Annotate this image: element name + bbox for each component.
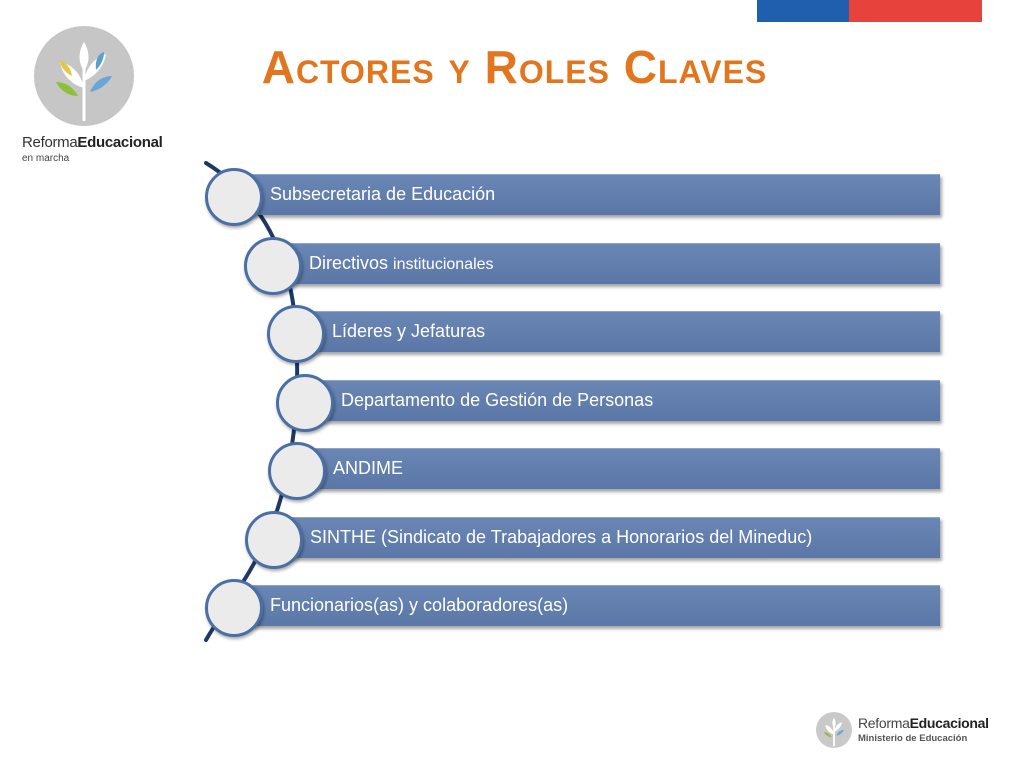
role-label-text: Líderes y Jefaturas: [332, 321, 486, 341]
role-bar: [233, 174, 940, 215]
role-item: ANDIME: [296, 448, 940, 492]
role-bar: [272, 243, 940, 284]
role-item: Líderes y Jefaturas: [295, 311, 940, 355]
footer-ministry: Ministerio de Educación: [858, 733, 968, 744]
role-label-suffix: institucionales: [393, 256, 494, 273]
brand-name: ReformaEducacional: [22, 134, 163, 151]
role-item: Directivos institucionales: [272, 243, 940, 287]
role-node: [276, 374, 334, 432]
role-item: Departamento de Gestión de Personas: [304, 380, 940, 424]
leaf-emblem-small-icon: [816, 712, 852, 748]
flag-stripe-blue: [757, 0, 849, 22]
role-label-text: Directivos: [309, 253, 389, 273]
role-bar: [233, 585, 940, 626]
role-label: Funcionarios(as) y colaboradores(as): [270, 585, 568, 625]
role-label: Directivos institucionales: [309, 243, 494, 283]
leaf-emblem-icon: [34, 26, 134, 126]
footer-brand-light: Reforma: [858, 715, 910, 731]
role-node: [244, 237, 302, 295]
slide-title: Actores y Roles Claves: [261, 41, 768, 93]
role-label-text: Funcionarios(as) y colaboradores(as): [270, 595, 569, 615]
role-label: Departamento de Gestión de Personas: [341, 380, 653, 420]
role-label-text: Subsecretaria de Educación: [270, 184, 496, 204]
brand-name-light: Reforma: [22, 134, 78, 151]
brand-tagline: en marcha: [22, 153, 70, 164]
role-label-text: ANDIME: [333, 458, 404, 478]
role-label: ANDIME: [333, 448, 403, 488]
role-item: Subsecretaria de Educación: [233, 174, 940, 218]
role-node: [205, 579, 263, 637]
role-node: [268, 442, 326, 500]
role-bar: [304, 380, 940, 421]
footer-brand-name: ReformaEducacional: [858, 715, 989, 731]
reforma-logo: ReformaEducacional en marcha: [22, 22, 182, 172]
role-node: [245, 511, 303, 569]
brand-name-bold: Educacional: [77, 134, 163, 151]
role-node: [205, 168, 263, 226]
role-item: Funcionarios(as) y colaboradores(as): [233, 585, 940, 629]
role-item: SINTHE (Sindicato de Trabajadores a Hono…: [273, 517, 940, 561]
role-label: Líderes y Jefaturas: [332, 311, 485, 351]
role-label: SINTHE (Sindicato de Trabajadores a Hono…: [310, 517, 812, 557]
footer-brand-bold: Educacional: [909, 715, 989, 731]
footer-logo: ReformaEducacional Ministerio de Educaci…: [816, 712, 996, 752]
role-bar: [273, 517, 940, 558]
role-bar: [295, 311, 940, 352]
flag-stripe-red: [849, 0, 982, 22]
role-label-text: Departamento de Gestión de Personas: [341, 390, 654, 410]
role-bar: [296, 448, 940, 489]
role-label: Subsecretaria de Educación: [270, 174, 495, 214]
role-label-text: SINTHE (Sindicato de Trabajadores a Hono…: [310, 527, 813, 547]
role-node: [267, 305, 325, 363]
